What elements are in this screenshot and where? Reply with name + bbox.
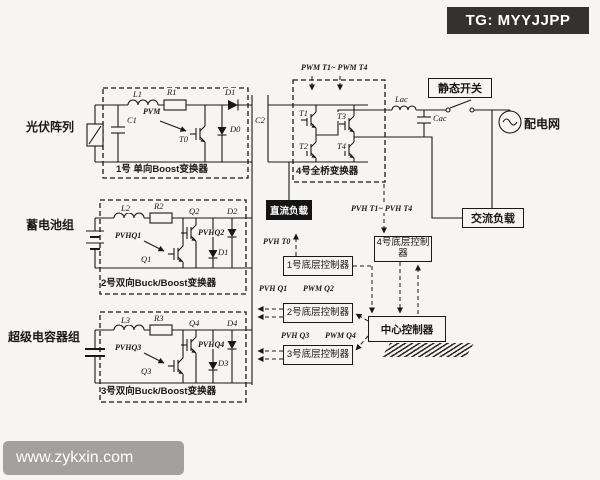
controller4-box: 4号底层控制器 [374,236,432,262]
resistor-r3-icon [149,324,173,336]
supercap-converter [85,324,252,384]
ac-load-box: 交流负载 [462,208,524,228]
tg-watermark: TG: MYYJJPP [447,7,589,34]
site-watermark: www.zykxin.com [3,441,184,475]
label-lac: Lac [394,94,409,104]
battery-source-label: 蓄电池组 [26,218,75,232]
converter3-label: 3号双向Buck/Boost变换器 [101,386,217,397]
resistor-r2-icon [149,212,173,224]
static-switch-icon [445,99,475,113]
label-c1: C1 [126,115,138,125]
label-r1: R1 [166,87,178,97]
label-t0: T0 [178,134,189,144]
label-q1: Q1 [140,254,153,264]
converter1-label: 1号 单向Boost变换器 [116,164,208,175]
utility-grid-label: 配电网 [524,117,561,131]
label-pvhq2: PVHQ2 [197,228,226,237]
resistor-r1-icon [163,99,187,111]
label-d4: D4 [226,318,239,328]
pvm-gate-arrow [159,120,187,132]
controller2-box: 2号底层控制器 [283,303,353,323]
inductor-lac-icon [391,105,417,111]
inductor-l2-icon [113,212,145,219]
controller3-box: 3号底层控制器 [283,345,353,365]
label-pwm-q2: PWM Q2 [302,284,335,293]
ac-source-icon [498,110,522,134]
label-l3: L3 [120,315,131,325]
dc-load-box: 直流负载 [266,200,312,220]
label-l2: L2 [120,203,131,213]
label-pvh-t1-t4: PVH T1~ PVH T4 [350,204,414,213]
dc-bus [251,95,290,385]
pv-boost-converter [86,99,252,163]
label-q4: Q4 [188,318,201,328]
pv-module-icon [86,105,104,162]
label-pvh-q3: PVH Q3 [280,331,311,340]
label-l1: L1 [132,89,143,99]
label-d2: D2 [226,206,239,216]
label-c2: C2 [254,115,266,125]
inductor-l3-icon [113,324,145,331]
inductor-l1-icon [127,99,159,106]
label-pvhq1: PVHQ1 [114,231,143,240]
label-d1b: D1 [217,247,230,257]
battery-icon [86,218,104,268]
label-q2: Q2 [188,206,201,216]
supercapacitor-icon [85,330,105,383]
label-d3: D3 [217,358,230,368]
central-controller-shadow [381,343,475,357]
battery-converter [86,212,252,269]
static-switch-box: 静态开关 [428,78,492,98]
label-pvh-t0: PVH T0 [262,237,292,246]
label-q3: Q3 [140,366,153,376]
supercap-source-label: 超级电容器组 [8,330,81,344]
label-pwm-q4: PWM Q4 [324,331,357,340]
label-r3: R3 [153,313,165,323]
label-t3: T3 [336,111,347,121]
label-pwm-t1-t4: PWM T1~ PWM T4 [300,63,369,72]
converter4-label: 4号全桥变换器 [296,166,359,177]
label-cac: Cac [432,113,448,123]
label-pvhq4: PVHQ4 [197,340,226,349]
label-pvh-q1: PVH Q1 [258,284,289,293]
converter2-label: 2号双向Buck/Boost变换器 [101,278,217,289]
label-d0: D0 [229,124,242,134]
central-controller-box: 中心控制器 [368,316,446,342]
label-pvm: PVM [142,107,162,116]
label-t1: T1 [298,108,309,118]
label-d1: D1 [224,87,237,97]
label-t4: T4 [336,141,347,151]
pv-source-label: 光伏阵列 [26,120,75,134]
label-t2: T2 [298,141,309,151]
controller1-box: 1号底层控制器 [283,256,353,276]
grid-connection [391,99,522,208]
label-pvhq3: PVHQ3 [114,343,143,352]
full-bridge-inverter [268,104,462,219]
label-r2: R2 [153,201,165,211]
